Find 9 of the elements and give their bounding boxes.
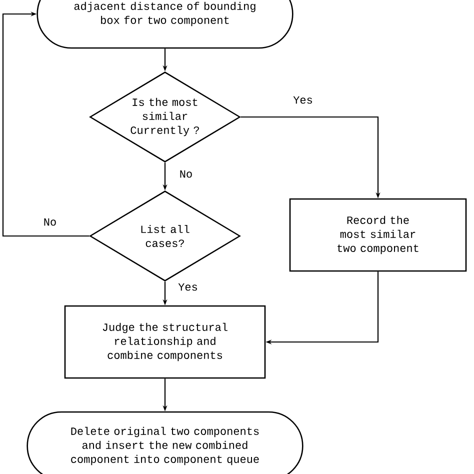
terminal-box: adjacent distance of bounding box for two component [36,0,294,49]
edge-label: Yes [292,95,314,105]
arrow [2,12,90,237]
edge-label: Yes [177,282,199,292]
process-box: Judge the structural relationship and combine components [64,305,266,379]
terminal-box: Delete original two components and insert the new combined component into component queue [26,411,304,474]
process-box: Record the most similar two component [289,198,467,272]
edge-label: No [42,217,58,227]
edge-label: No [178,169,194,179]
